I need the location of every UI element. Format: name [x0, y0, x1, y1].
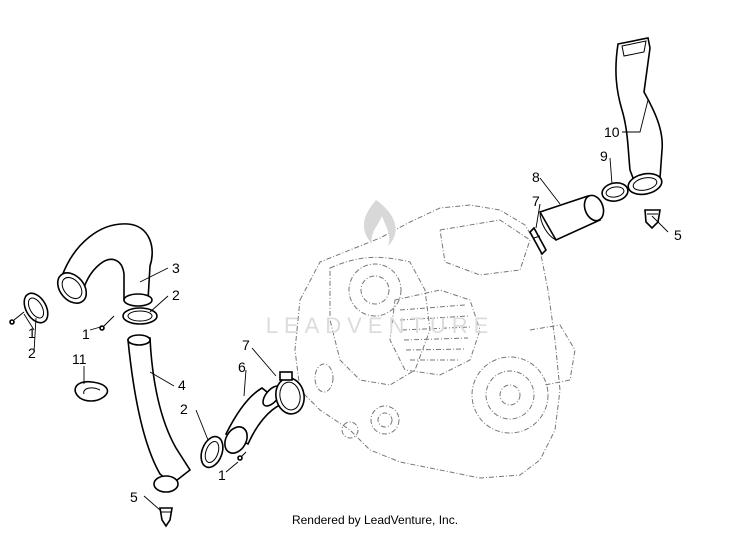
part-2-clamp-mid — [122, 307, 158, 325]
callout-5-lower: 5 — [130, 489, 138, 505]
part-1-screw-mid — [99, 315, 115, 331]
part-2-clamp-left — [23, 292, 49, 324]
footer-credit: Rendered by LeadVenture, Inc. — [291, 513, 459, 527]
callout-labels: 10 9 5 8 7 3 2 1 2 1 11 4 2 1 5 6 7 — [28, 124, 682, 505]
part-7-band-clamp — [275, 371, 305, 415]
part-10-intake-duct — [615, 37, 664, 196]
part-1-screw-left — [9, 311, 25, 325]
leadventure-watermark: LEADVENTURE — [266, 200, 495, 338]
callout-2-mid: 2 — [172, 287, 180, 303]
callout-1-lower: 1 — [218, 467, 226, 483]
leader-lines — [23, 99, 669, 511]
engine-assembly — [294, 204, 576, 479]
callout-7-upper: 7 — [532, 193, 540, 209]
part-8-coupler — [538, 194, 605, 242]
part-11-ring — [74, 380, 109, 402]
callout-7-lower: 7 — [242, 337, 250, 353]
callout-3: 3 — [172, 260, 180, 276]
part-5-fastener-lower — [159, 507, 173, 528]
callout-10: 10 — [604, 124, 620, 140]
callout-1-mid: 1 — [82, 326, 90, 342]
part-2-clamp-lower — [200, 435, 224, 469]
part-1-screw-lower — [237, 451, 247, 461]
part-5-fastener-upper — [644, 209, 661, 230]
part-7-pin-upper — [529, 226, 547, 256]
callout-8: 8 — [532, 169, 540, 185]
watermark-text: LEADVENTURE — [266, 313, 495, 338]
callout-11: 11 — [72, 351, 87, 367]
callout-1-left: 1 — [28, 325, 36, 341]
callout-2-left: 2 — [28, 345, 36, 361]
part-9-clamp — [601, 182, 629, 202]
callout-6: 6 — [238, 359, 246, 375]
part-6-bent-hose — [224, 385, 284, 454]
part-3-elbow-hose — [56, 223, 153, 307]
callout-2-lower: 2 — [180, 401, 188, 417]
callout-4: 4 — [178, 377, 186, 393]
callout-5-upper: 5 — [674, 227, 682, 243]
callout-9: 9 — [600, 148, 608, 164]
